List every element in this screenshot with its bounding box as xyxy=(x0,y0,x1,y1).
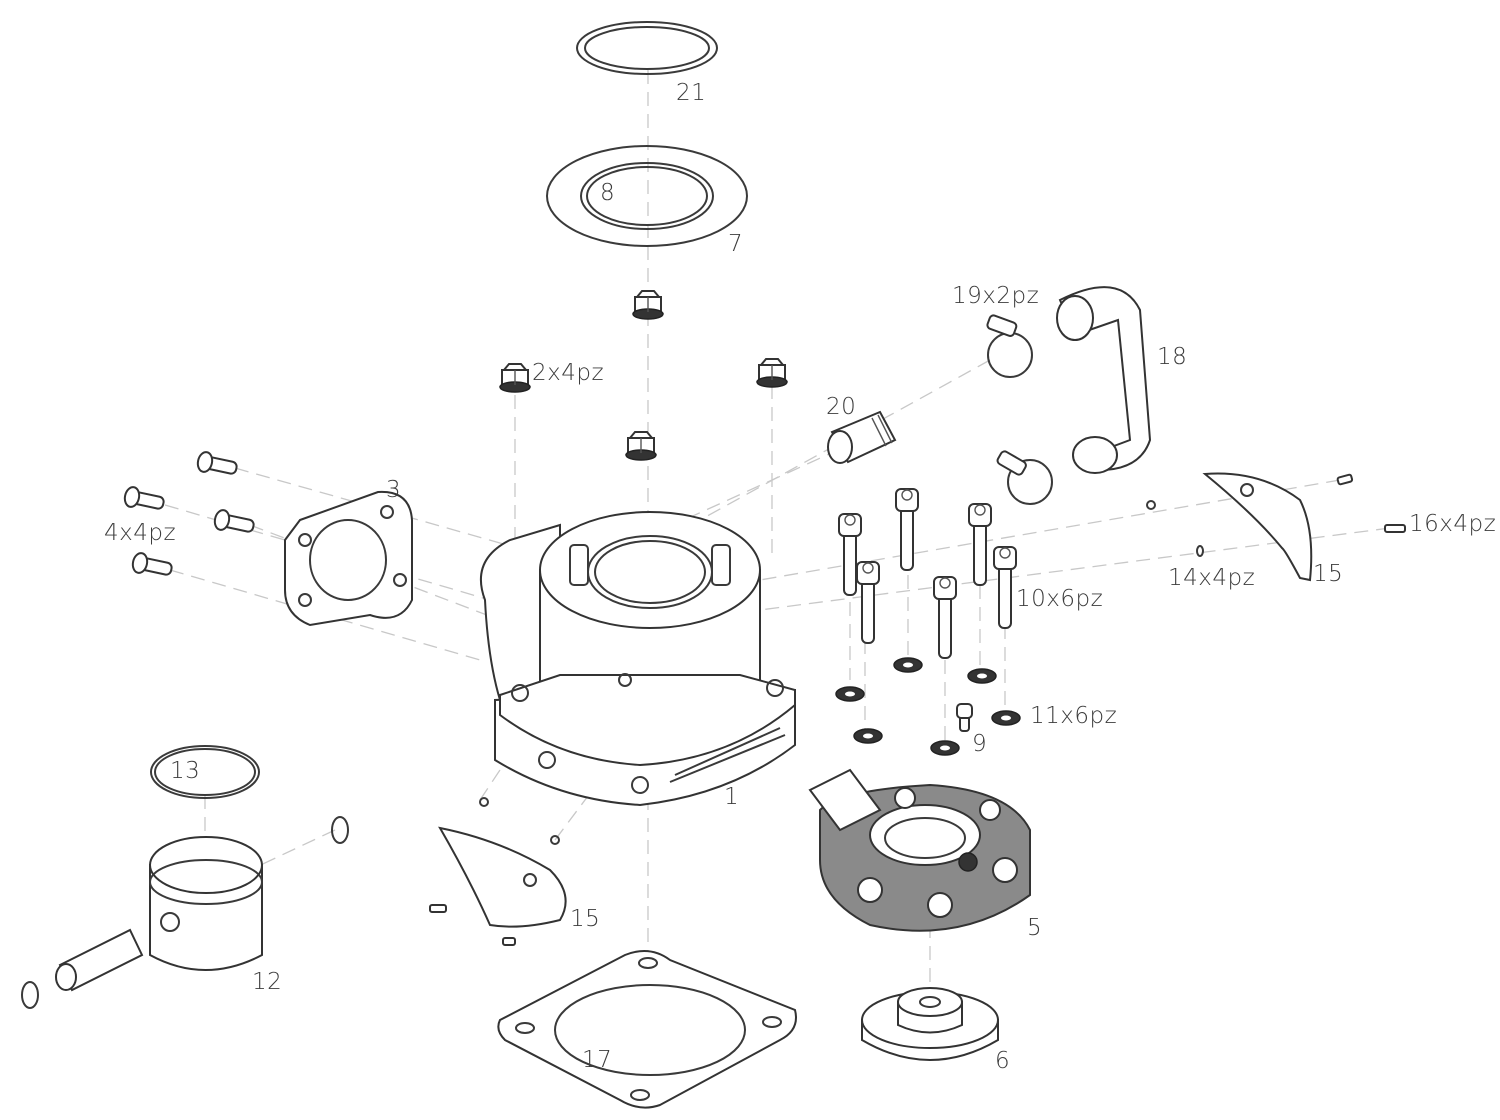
part-11-washers xyxy=(835,657,1021,756)
part-1-cylinder xyxy=(480,511,796,807)
label-part-10: 10x6pz xyxy=(1016,586,1104,612)
label-part-19: 19x2pz xyxy=(952,283,1040,309)
part-7-8-head-seal xyxy=(546,145,748,247)
label-part-1: 1 xyxy=(724,784,740,810)
label-part-7: 7 xyxy=(728,231,744,257)
label-part-18: 18 xyxy=(1157,344,1188,370)
label-part-4: 4x4pz xyxy=(104,520,177,546)
part-19-hose-clamps xyxy=(986,314,1053,505)
part-9-screw xyxy=(956,703,973,732)
label-part-9: 9 xyxy=(972,731,988,757)
part-2-nuts xyxy=(499,290,788,461)
part-18-hose xyxy=(1056,286,1152,474)
part-4-screws xyxy=(123,451,255,576)
label-part-12: 12 xyxy=(252,969,283,995)
label-part-15-left: 15 xyxy=(570,906,601,932)
part-5-cylinder-head xyxy=(808,768,1031,932)
part-circlips xyxy=(21,816,349,1009)
label-part-8: 8 xyxy=(600,180,616,206)
part-16-screws-right xyxy=(1336,473,1406,533)
label-part-20: 20 xyxy=(826,394,857,420)
label-part-16: 16x4pz xyxy=(1409,511,1497,537)
part-3-intake-flange xyxy=(284,490,413,627)
label-part-14: 14x4pz xyxy=(1168,565,1256,591)
part-10-screws xyxy=(838,488,1017,659)
label-part-11: 11x6pz xyxy=(1030,703,1118,729)
label-part-2: 2x4pz xyxy=(532,360,605,386)
label-part-21: 21 xyxy=(676,80,707,106)
label-part-13: 13 xyxy=(170,758,201,784)
label-part-3: 3 xyxy=(386,477,402,503)
part-14-16-hardware-left xyxy=(429,797,560,946)
part-17-base-gasket xyxy=(497,950,797,1109)
part-14-washers-right xyxy=(1146,500,1204,557)
part-21-o-ring xyxy=(576,21,718,75)
part-20-water-fitting xyxy=(827,410,897,464)
label-part-5: 5 xyxy=(1027,915,1043,941)
label-part-17: 17 xyxy=(582,1047,613,1073)
part-13-piston-ring xyxy=(150,745,260,799)
part-15-side-cover-right xyxy=(1202,472,1313,582)
label-part-15-right: 15 xyxy=(1313,561,1344,587)
part-12-piston xyxy=(149,836,263,971)
part-15-side-cover-left xyxy=(438,826,567,928)
label-part-6: 6 xyxy=(995,1048,1011,1074)
part-piston-pin xyxy=(55,928,144,992)
part-6-combustion-insert xyxy=(861,987,999,1061)
